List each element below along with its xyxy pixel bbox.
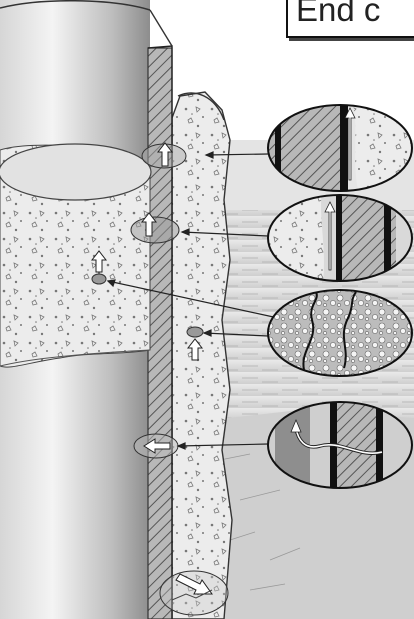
leak-marker-6 <box>160 571 228 615</box>
leak-marker-5 <box>134 434 178 458</box>
cement-sheath <box>172 92 232 619</box>
casing-cement-plug <box>0 144 151 367</box>
page-title: End c <box>296 0 380 30</box>
title-box: End c <box>286 0 414 38</box>
